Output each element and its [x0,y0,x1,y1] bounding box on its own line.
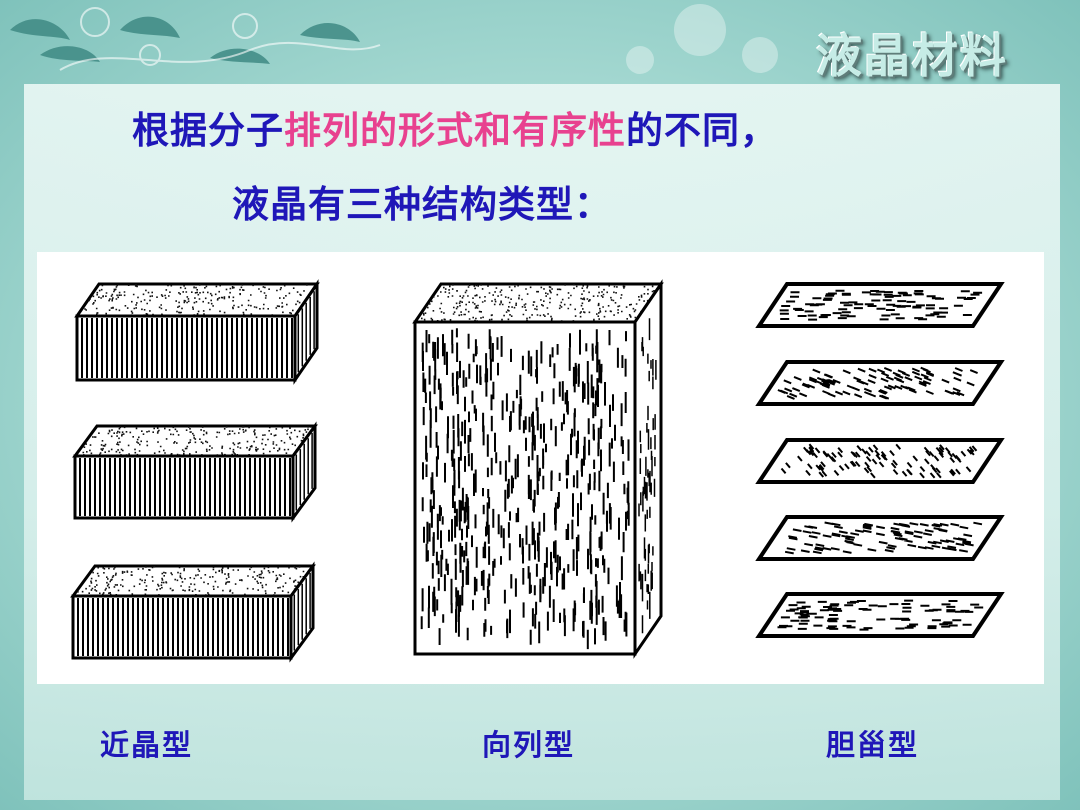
cholesteric-sheet-2 [755,360,1005,406]
nematic-block-side-molecules [638,318,657,634]
cholesteric-sheet-molecules-5 [777,599,984,631]
cholesteric-sheet-1 [755,282,1005,328]
floral-decoration [10,4,778,74]
cholesteric-sheet-molecules-4 [784,521,983,555]
label-smectic: 近晶型 [100,728,194,762]
label-nematic: 向列型 [482,728,576,762]
corner-title: 液晶材料 [816,29,1008,83]
smectic-layer-dots-2 [82,426,314,458]
cholesteric-sheet-3 [755,438,1005,484]
smectic-layer-lines-3 [77,598,289,656]
smectic-layer-side-lines-1 [297,291,315,373]
smectic-layer-side-lines-2 [295,432,313,511]
smectic-layer-top-2 [72,424,318,458]
nematic-block-dots [421,284,660,324]
label-cholesteric: 胆甾型 [826,728,920,762]
heading-part-3: 的不同， [626,109,778,152]
heading-highlight: 排列的形式和有序性 [284,109,626,152]
heading-part-1: 根据分子 [132,109,284,152]
structure-illustration [70,279,1005,663]
nematic-block-side [633,279,663,659]
smectic-layer-lines-2 [79,458,291,516]
smectic-layer-lines-1 [81,318,293,378]
heading-line-1: 根据分子排列的形式和有序性的不同， [132,100,778,154]
cholesteric-sheet-molecules-2 [777,366,978,400]
nematic-block-molecules [420,328,630,650]
cholesteric-sheet-molecules-3 [780,443,978,479]
smectic-layer-dots-3 [77,566,313,598]
cholesteric-sheet-molecules-1 [779,289,983,321]
cholesteric-sheet-5 [755,592,1005,638]
liquid-crystal-structures-figure [37,252,1044,684]
smectic-layer-side-lines-3 [293,572,311,651]
heading-line-2: 液晶有三种结构类型： [232,183,612,226]
